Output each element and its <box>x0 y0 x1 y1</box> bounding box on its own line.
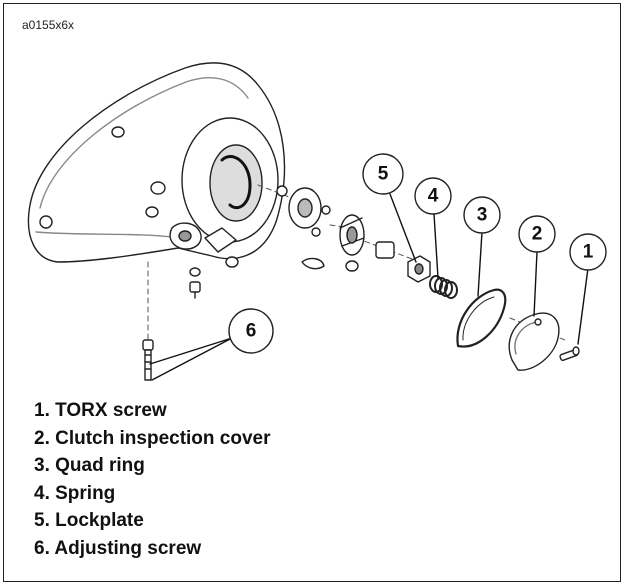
callout-number-3: 3 <box>477 205 488 226</box>
callout-circle-3 <box>463 196 501 234</box>
callout-circle-4 <box>414 177 452 215</box>
primary-cover-housing <box>27 62 286 263</box>
callout-circle-2 <box>518 215 556 253</box>
torx-screw-part <box>559 346 580 362</box>
callout-number-6: 6 <box>246 321 257 342</box>
clutch-inspection-cover-part <box>508 312 560 371</box>
callout-circle-5 <box>362 153 404 195</box>
callout-number-5: 5 <box>378 164 389 185</box>
figure-id: a0155x6x <box>22 18 75 32</box>
callout-number-1: 1 <box>583 242 594 263</box>
lower-fasteners <box>189 256 239 299</box>
adjusting-screw-part <box>142 339 154 381</box>
legend-item-quad-ring: 3. Quad ring <box>34 455 145 476</box>
legend-item-lockplate: 5. Lockplate <box>34 510 144 531</box>
parts-legend: 1. TORX screw 2. Clutch inspection cover… <box>34 397 271 562</box>
pressure-plate-assembly <box>276 185 395 272</box>
legend-item-spring: 4. Spring <box>34 482 116 504</box>
legend-item-torx-screw: 1. TORX screw <box>34 400 167 421</box>
quad-ring-part <box>456 288 507 348</box>
legend-item-adjusting-screw: 6. Adjusting screw <box>34 537 202 559</box>
spring-part <box>429 275 458 299</box>
callout-number-2: 2 <box>532 224 543 245</box>
legend-item-clutch-inspection-cover: 2. Clutch inspection cover <box>34 427 271 449</box>
callout-circle-1 <box>569 233 607 271</box>
callout-number-4: 4 <box>428 186 439 207</box>
lockplate-part <box>407 255 431 283</box>
figure-frame <box>3 3 621 582</box>
callout-circle-6 <box>228 308 274 354</box>
